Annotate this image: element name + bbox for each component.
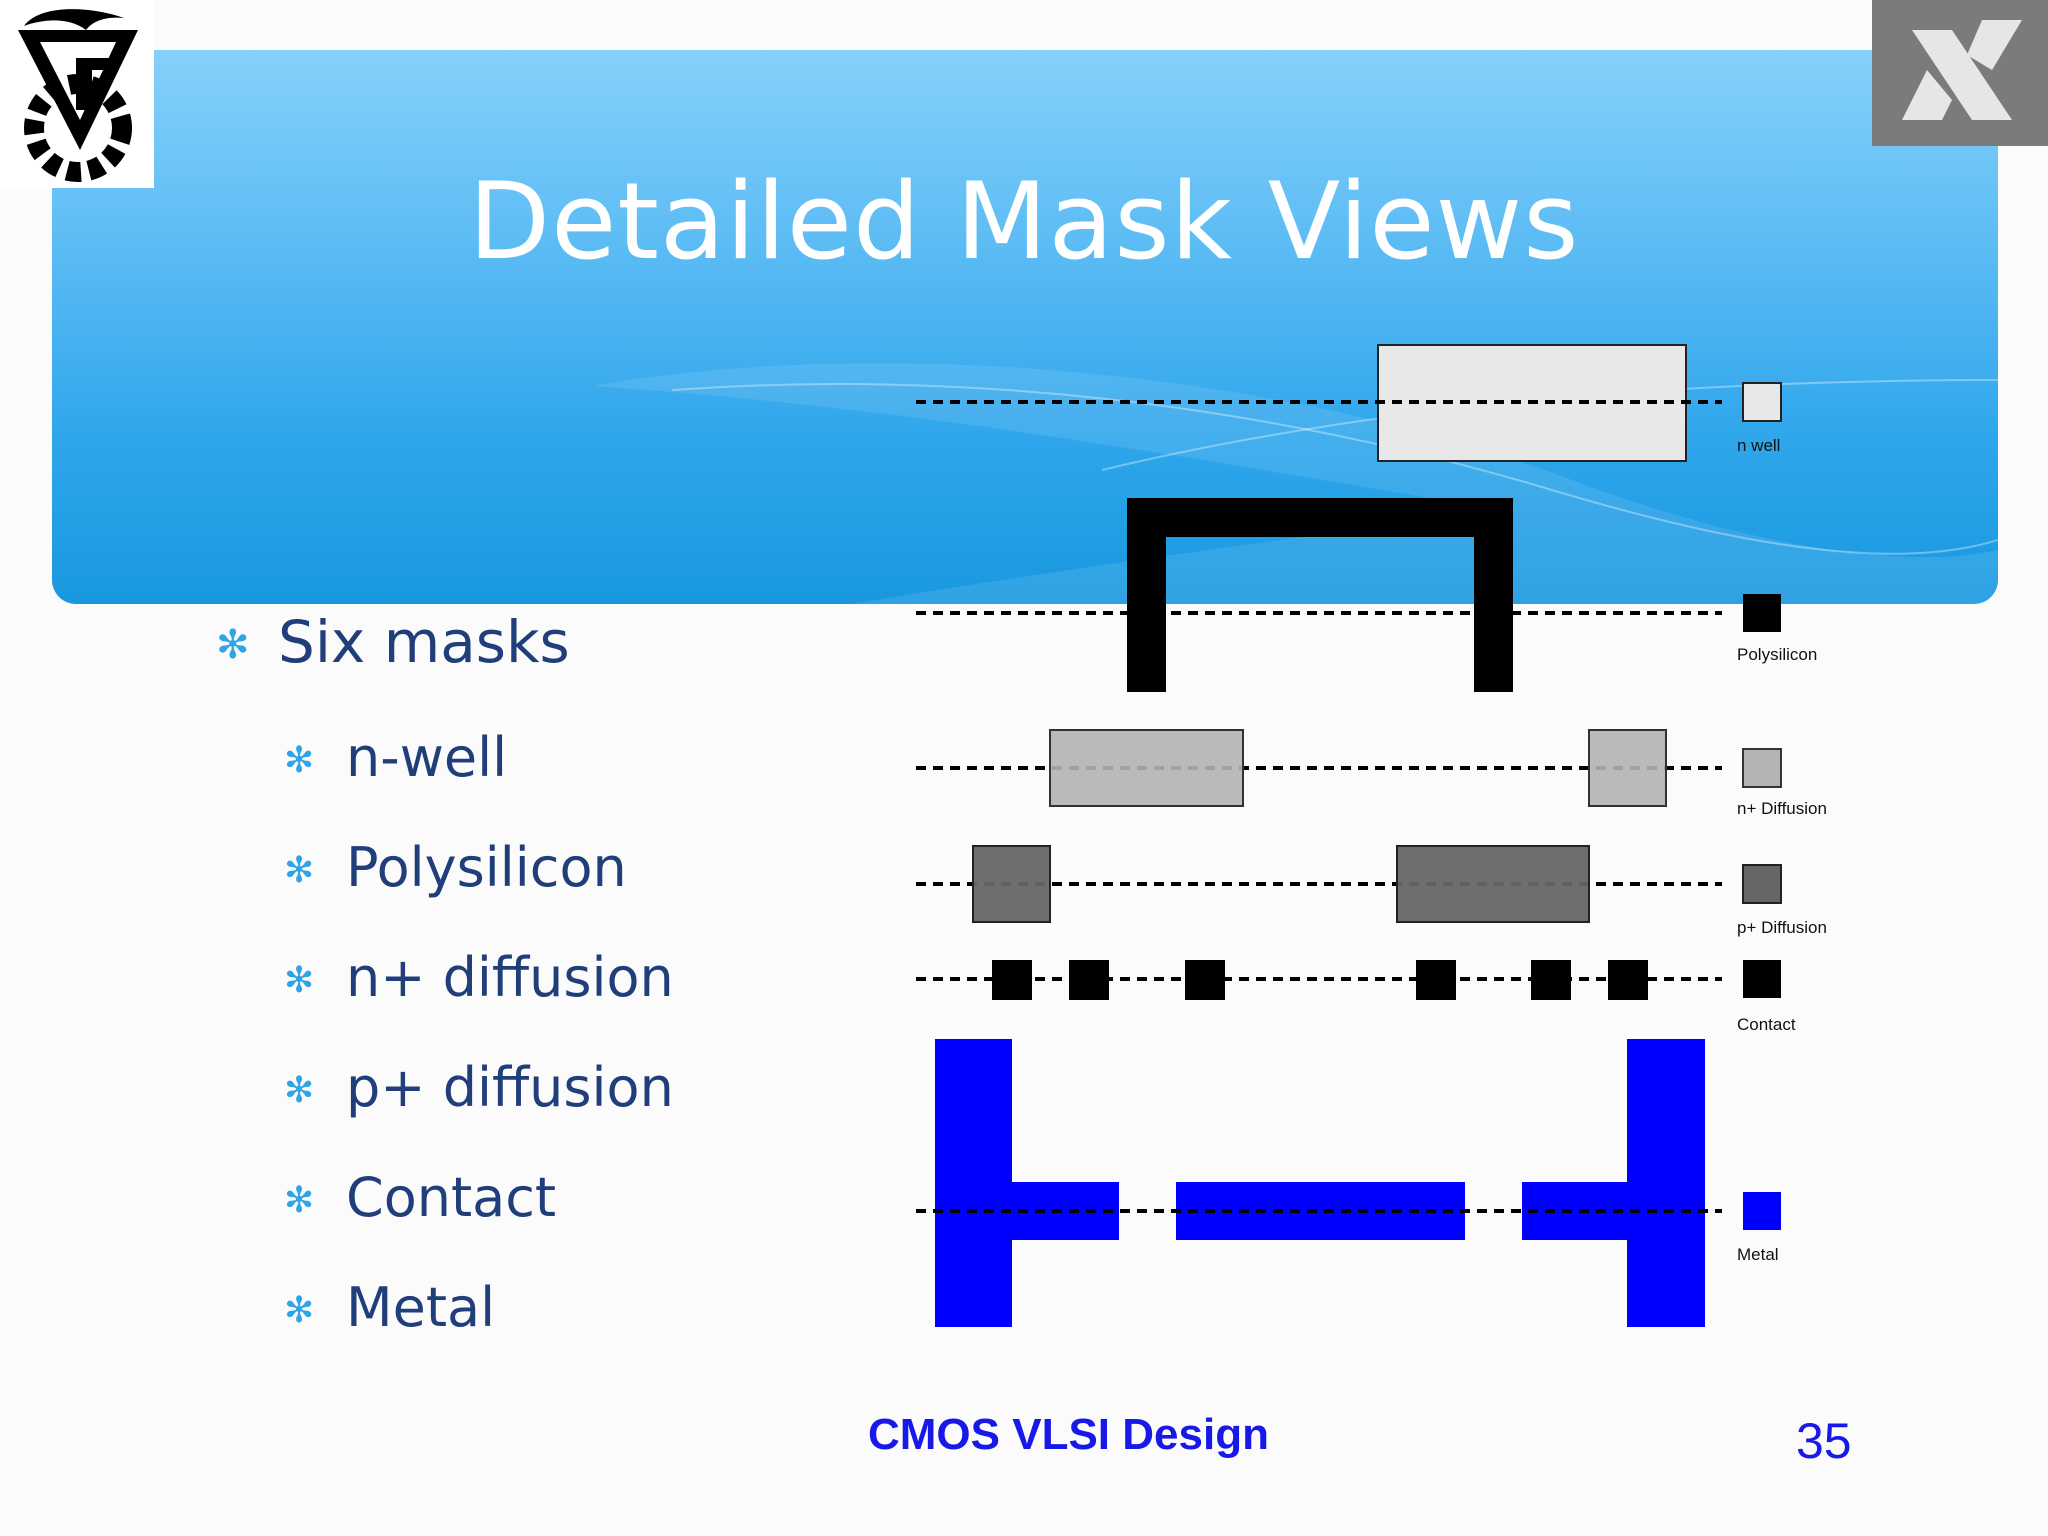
legend-label-poly: Polysilicon [1737, 645, 1818, 664]
metal-swatch [1743, 1192, 1781, 1230]
subitem-text: n-well [346, 726, 508, 789]
poly-gate-shape [1127, 498, 1513, 692]
legend-label-pdiff: p+ Diffusion [1737, 918, 1827, 937]
subitem-text: Metal [346, 1276, 496, 1339]
contact-square [1608, 960, 1648, 1000]
metal-right-shape [1522, 1039, 1705, 1327]
contact-square [1416, 960, 1456, 1000]
pdiff-rect [1396, 845, 1590, 923]
subitem-text: n+ diffusion [346, 946, 674, 1009]
legend-label-nwell: n well [1737, 436, 1781, 455]
legend-label-metal: Metal [1737, 1245, 1779, 1264]
bullet-text: Six masks [278, 608, 570, 676]
subitem-text: Contact [346, 1166, 557, 1229]
bullet-star-icon: ✻ [284, 740, 315, 781]
bullet-star-icon: ✻ [284, 1290, 315, 1331]
header-band [52, 50, 1998, 604]
metal-left-shape [935, 1039, 1119, 1327]
page-number: 35 [1796, 1413, 1852, 1469]
pdiff-rect [972, 845, 1051, 923]
technion-logo [0, 0, 154, 188]
slide-title: Detailed Mask Views [468, 160, 1580, 283]
footer-course-title: CMOS VLSI Design [868, 1410, 1269, 1459]
metal-middle-bar [1176, 1182, 1465, 1240]
poly-swatch [1743, 594, 1781, 632]
subitem-text: p+ diffusion [346, 1056, 674, 1119]
university-logo [1872, 0, 2048, 146]
bullet-star-icon: ✻ [284, 850, 315, 891]
legend-label-contact: Contact [1737, 1015, 1796, 1034]
bullet-star-icon: ✻ [284, 1070, 315, 1111]
bullet-star-icon: ✻ [284, 960, 315, 1001]
ndiff-rect [1049, 729, 1244, 807]
contact-square [1069, 960, 1109, 1000]
contact-square [1185, 960, 1225, 1000]
bullet-star-icon: ✻ [216, 622, 250, 668]
contact-swatch [1743, 960, 1781, 998]
bullet-star-icon: ✻ [284, 1180, 315, 1221]
ndiff-swatch [1742, 748, 1782, 788]
pdiff-swatch [1742, 864, 1782, 904]
contact-square [1531, 960, 1571, 1000]
contact-square [992, 960, 1032, 1000]
ndiff-rect [1588, 729, 1667, 807]
nwell-swatch [1742, 382, 1782, 422]
subitem-text: Polysilicon [346, 836, 627, 899]
legend-label-ndiff: n+ Diffusion [1737, 799, 1827, 818]
